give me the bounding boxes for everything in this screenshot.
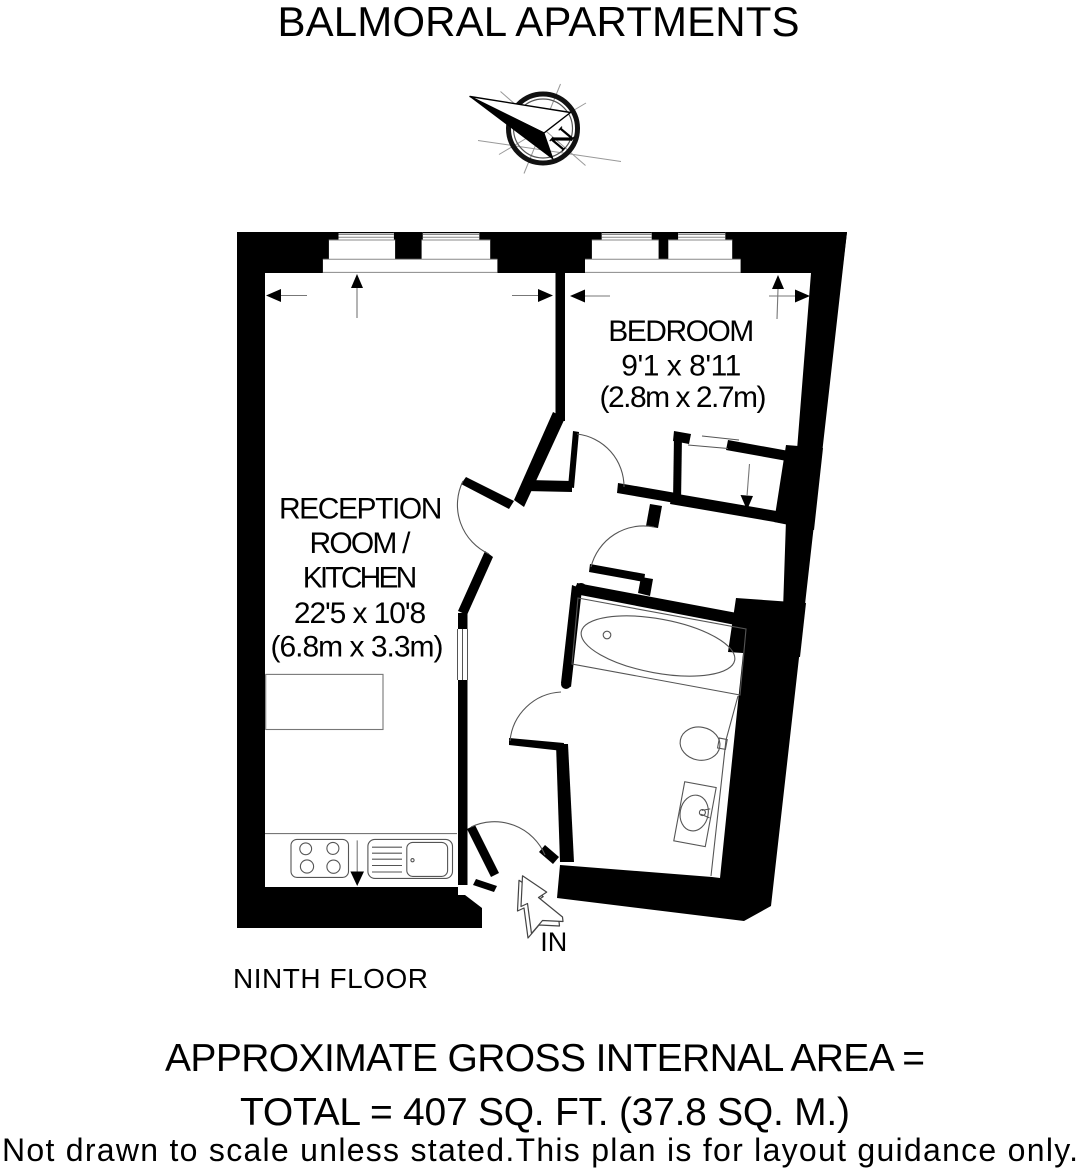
svg-text:22'5 x 10'8: 22'5 x 10'8 <box>294 597 426 630</box>
svg-text:(6.8m x 3.3m): (6.8m x 3.3m) <box>271 631 444 664</box>
svg-text:RECEPTION: RECEPTION <box>279 493 443 526</box>
svg-text:(2.8m x 2.7m): (2.8m x 2.7m) <box>600 381 767 414</box>
svg-text:TOTAL = 407 SQ. FT. (37.8 SQ.: TOTAL = 407 SQ. FT. (37.8 SQ. M.) <box>240 1091 850 1134</box>
svg-text:BEDROOM: BEDROOM <box>608 315 754 348</box>
svg-text:APPROXIMATE GROSS INTERNAL ARE: APPROXIMATE GROSS INTERNAL AREA = <box>165 1037 925 1080</box>
svg-text:ROOM /: ROOM / <box>310 527 412 560</box>
svg-text:9'1 x 8'11: 9'1 x 8'11 <box>621 350 741 383</box>
svg-text:BALMORAL APARTMENTS: BALMORAL APARTMENTS <box>278 0 800 45</box>
svg-text:Not drawn to scale unless stat: Not drawn to scale unless stated.This pl… <box>2 1132 1078 1168</box>
svg-text:NINTH FLOOR: NINTH FLOOR <box>233 963 428 994</box>
svg-text:IN: IN <box>540 927 567 957</box>
svg-text:KITCHEN: KITCHEN <box>303 561 418 594</box>
